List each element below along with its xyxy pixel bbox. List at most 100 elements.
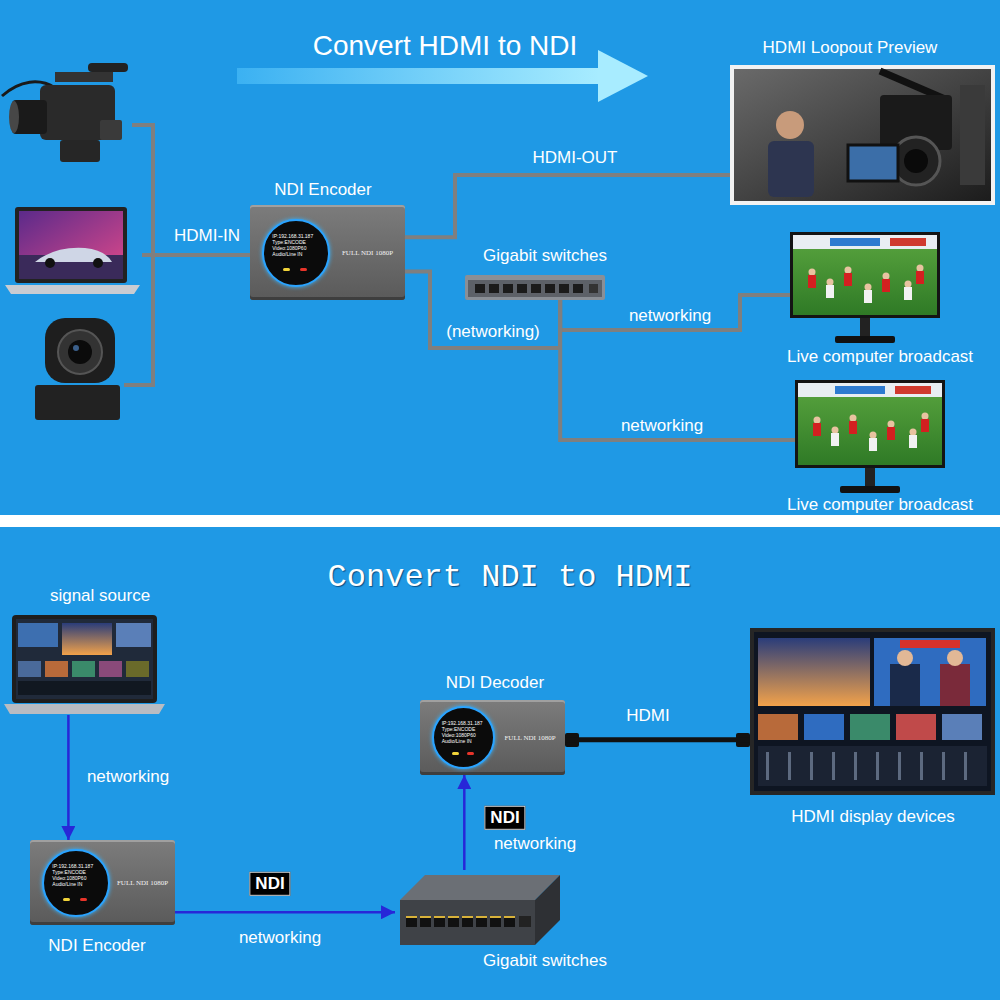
device-illustration — [395, 870, 560, 950]
device-illustration — [730, 65, 995, 205]
laptop-illustration — [5, 285, 140, 294]
laptop-illustration — [15, 207, 127, 283]
connector-label: networking — [87, 767, 169, 787]
device-illustration — [776, 111, 804, 139]
device-illustration — [62, 623, 112, 655]
device-illustration — [798, 383, 942, 465]
device-illustration — [99, 661, 122, 677]
device-illustration — [406, 916, 417, 927]
ndi-device: IP:192.168.31.187 Type:ENCODE Video:1080… — [30, 840, 175, 925]
device-illustration — [12, 615, 157, 703]
device-illustration — [909, 435, 917, 448]
device-illustration — [897, 650, 913, 666]
device-picture: Gigabit switches — [395, 870, 560, 950]
device-illustration — [880, 71, 945, 99]
device-illustration — [813, 423, 821, 436]
device-illustration — [904, 287, 912, 300]
device-illustration — [545, 284, 555, 293]
device-illustration — [16, 619, 153, 699]
camcorder-illustration — [55, 72, 113, 82]
hdmi-cable — [565, 737, 750, 742]
network-cable — [560, 300, 795, 440]
device-illustration — [126, 661, 149, 677]
ptz-camera-illustration — [45, 318, 115, 383]
device-illustration — [503, 284, 513, 293]
device-illustration — [400, 875, 560, 900]
device-illustration — [882, 279, 890, 292]
device-illustration — [808, 275, 816, 288]
device-illustration — [898, 752, 901, 780]
ndi-device: IP:192.168.31.187 Type:ENCODE Video:1080… — [420, 700, 565, 775]
device-illustration — [750, 628, 995, 795]
flow-arrow — [237, 68, 599, 84]
device-illustration — [869, 438, 877, 451]
model-label: FULL NDI 1080P — [504, 734, 555, 742]
device-illustration — [504, 916, 515, 927]
device-screen: IP:192.168.31.187 Type:ENCODE Video:1080… — [262, 219, 330, 287]
laptop-illustration — [45, 258, 55, 268]
device-heading: Gigabit switches — [483, 951, 607, 971]
device-illustration — [910, 429, 917, 436]
device-illustration — [517, 284, 527, 293]
device-illustration — [940, 664, 970, 706]
screen-text: IP:192.168.31.187 Type:ENCODE Video:1080… — [52, 863, 101, 887]
device-illustration — [573, 284, 583, 293]
device-illustration — [734, 69, 991, 201]
device-illustration — [504, 916, 515, 918]
device-illustration — [754, 632, 991, 791]
device-illustration — [896, 714, 936, 740]
connector-label: networking — [239, 928, 321, 948]
device-illustration — [489, 284, 499, 293]
device-illustration — [18, 661, 41, 677]
device-illustration — [850, 714, 890, 740]
ptz-camera-illustration — [68, 340, 92, 364]
device-illustration — [750, 628, 995, 795]
device-illustration — [766, 752, 769, 780]
device-illustration — [904, 149, 928, 173]
device-illustration — [916, 271, 924, 284]
device-illustration — [589, 284, 598, 293]
device-picture: Live computer broadcast — [790, 232, 940, 345]
ndi-device: IP:192.168.31.187 Type:ENCODE Video:1080… — [250, 205, 405, 300]
device-illustration — [917, 265, 924, 272]
device-illustration — [832, 752, 835, 780]
device-illustration — [476, 916, 487, 918]
laptop-illustration — [93, 258, 103, 268]
device-illustration — [18, 681, 151, 695]
device-illustration — [490, 916, 501, 927]
device-illustration — [476, 916, 487, 927]
device-illustration — [434, 916, 445, 927]
connector-label: networking — [494, 834, 576, 854]
device-illustration — [835, 386, 885, 394]
device-illustration — [920, 752, 923, 780]
device-illustration — [795, 380, 945, 468]
panel-ground — [0, 527, 1000, 1000]
ptz-camera-illustration — [73, 345, 79, 351]
device-illustration — [462, 916, 473, 918]
device-heading: NDI Decoder — [446, 673, 544, 693]
device-illustration — [854, 752, 857, 780]
connector-label: networking — [629, 306, 711, 326]
device-illustration — [814, 417, 821, 424]
device-illustration — [535, 875, 560, 945]
hdmi-plug — [565, 733, 750, 747]
status-led — [63, 898, 70, 901]
status-led — [467, 752, 474, 755]
device-illustration — [768, 141, 814, 197]
network-cable — [560, 295, 790, 330]
device-picture: HDMI display devices — [750, 628, 995, 795]
device-illustration — [850, 415, 857, 422]
status-led — [283, 268, 290, 271]
device-illustration — [4, 615, 165, 715]
device-picture: signal source — [4, 615, 165, 715]
camcorder-illustration — [100, 120, 122, 140]
status-led — [300, 268, 307, 271]
device-illustration — [448, 916, 459, 927]
device-illustration — [864, 290, 872, 303]
device-illustration — [835, 336, 895, 343]
device-illustration — [844, 273, 852, 286]
status-led — [452, 752, 459, 755]
device-illustration — [45, 661, 68, 677]
device-illustration — [519, 916, 531, 927]
